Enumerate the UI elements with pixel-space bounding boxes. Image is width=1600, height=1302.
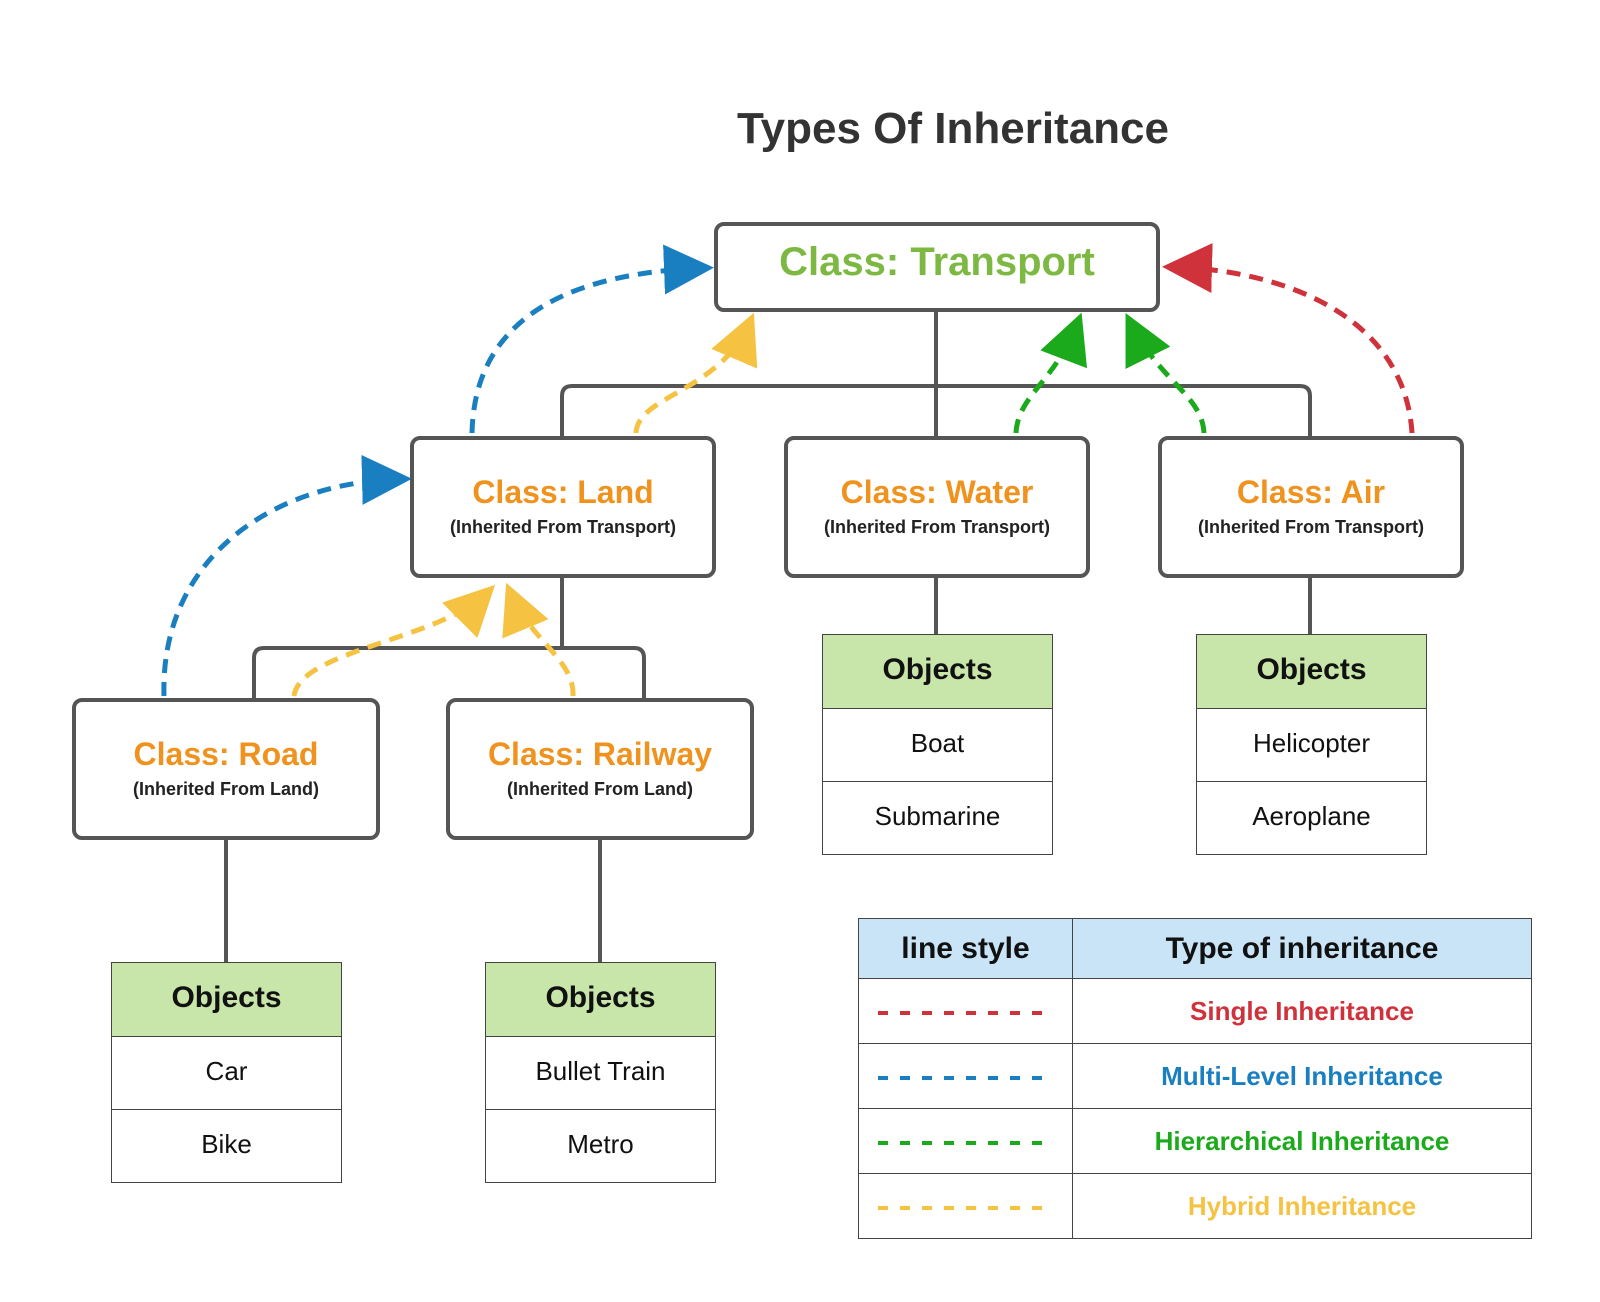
- single-inheritance-arrow: [1162, 243, 1415, 434]
- objects-header: Objects: [1197, 635, 1426, 709]
- object-item: Submarine: [874, 801, 1001, 831]
- objects-table-road: Objects Car Bike: [111, 962, 342, 1183]
- class-land-box: Class: Land (Inherited From Transport): [410, 436, 716, 578]
- legend-row-single: Single Inheritance: [858, 978, 1532, 1044]
- class-road-box: Class: Road (Inherited From Land): [72, 698, 380, 840]
- object-item: Aeroplane: [1252, 801, 1371, 831]
- objects-header: Objects: [112, 963, 341, 1037]
- object-item: Car: [112, 1037, 341, 1110]
- class-land-name: Class: Land: [472, 474, 654, 510]
- objects-table-air: Objects Helicopter Aeroplane: [1196, 634, 1427, 855]
- connector-land-children: [252, 576, 646, 698]
- legend-row-hybrid: Hybrid Inheritance: [858, 1173, 1532, 1239]
- hybrid-arrow-road-land: [291, 584, 496, 697]
- objects-header: Objects: [823, 635, 1052, 709]
- class-road-subtitle: (Inherited From Land): [133, 779, 319, 799]
- legend-row-hierarchical: Hierarchical Inheritance: [858, 1108, 1532, 1174]
- connector-transport-children: [560, 310, 1312, 438]
- legend-label-single: Single Inheritance: [1072, 978, 1532, 1044]
- object-item: Bike: [201, 1129, 252, 1159]
- legend-col-type: Type of inheritance: [1072, 918, 1532, 979]
- legend-table: line style Type of inheritance Single In…: [858, 918, 1532, 1239]
- objects-table-railway: Objects Bullet Train Metro: [485, 962, 716, 1183]
- class-transport-box: Class: Transport: [714, 222, 1160, 312]
- multilevel-arrow-road-land: [161, 454, 412, 697]
- class-railway-subtitle: (Inherited From Land): [507, 779, 693, 799]
- class-land-subtitle: (Inherited From Transport): [449, 517, 676, 537]
- class-air-subtitle: (Inherited From Transport): [1197, 517, 1424, 537]
- legend-label-hierarchical: Hierarchical Inheritance: [1072, 1108, 1532, 1174]
- objects-table-water: Objects Boat Submarine: [822, 634, 1053, 855]
- class-air-name: Class: Air: [1236, 474, 1386, 510]
- legend-line-sample: [858, 1043, 1073, 1109]
- hierarchical-arrow-air-transport: [1125, 313, 1207, 434]
- hierarchical-arrow-water-transport: [1013, 312, 1088, 434]
- multilevel-arrow-land-transport: [469, 244, 714, 434]
- legend-row-multilevel: Multi-Level Inheritance: [858, 1043, 1532, 1109]
- class-water-subtitle: (Inherited From Transport): [823, 517, 1050, 537]
- class-railway-name: Class: Railway: [487, 736, 713, 772]
- legend-line-sample: [858, 1173, 1073, 1239]
- object-item: Bullet Train: [486, 1037, 715, 1110]
- hybrid-arrow-railway-land: [502, 582, 576, 697]
- legend-col-line-style: line style: [858, 918, 1073, 979]
- class-road-name: Class: Road: [133, 736, 319, 772]
- dashed-line-hybrid: [877, 1205, 1054, 1210]
- hybrid-arrow-land-transport: [633, 312, 758, 434]
- dashed-line-multilevel: [877, 1075, 1054, 1080]
- objects-header: Objects: [486, 963, 715, 1037]
- object-item: Boat: [823, 709, 1052, 782]
- legend-line-sample: [858, 978, 1073, 1044]
- dashed-line-single: [877, 1010, 1054, 1015]
- legend-header-row: line style Type of inheritance: [858, 918, 1532, 979]
- legend-label-hybrid: Hybrid Inheritance: [1072, 1173, 1532, 1239]
- class-transport-name: Class: Transport: [779, 240, 1095, 284]
- legend-label-multilevel: Multi-Level Inheritance: [1072, 1043, 1532, 1109]
- legend-line-sample: [858, 1108, 1073, 1174]
- class-air-box: Class: Air (Inherited From Transport): [1158, 436, 1464, 578]
- object-item: Helicopter: [1197, 709, 1426, 782]
- class-railway-box: Class: Railway (Inherited From Land): [446, 698, 754, 840]
- class-water-name: Class: Water: [840, 474, 1034, 510]
- dashed-line-hierarchical: [877, 1140, 1054, 1145]
- class-water-box: Class: Water (Inherited From Transport): [784, 436, 1090, 578]
- diagram-title: Types Of Inheritance: [737, 104, 1169, 153]
- object-item: Metro: [567, 1129, 634, 1159]
